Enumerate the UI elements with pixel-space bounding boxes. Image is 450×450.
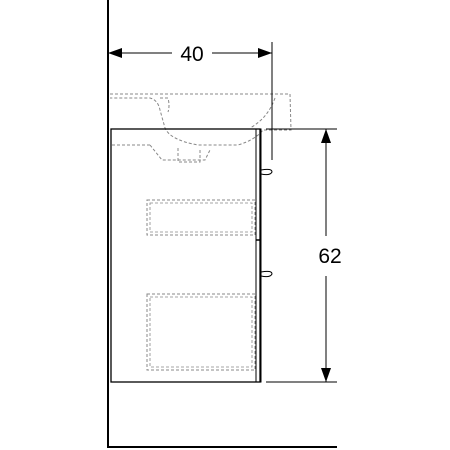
lower-handle <box>260 270 273 278</box>
depth-dimension-label: 40 <box>180 43 203 66</box>
washbasin-inner-bowl <box>249 97 276 129</box>
washbasin-outline <box>110 93 292 146</box>
depth-arrow-left <box>108 48 122 58</box>
cabinet-body <box>110 128 261 383</box>
height-dimension-label: 62 <box>318 245 341 268</box>
height-arrow-bottom <box>321 368 331 382</box>
upper-handle <box>260 168 273 176</box>
upper-drawer-inner-hidden <box>149 202 253 233</box>
cabinet-front-panel <box>255 128 262 383</box>
lower-drawer-hidden <box>146 293 256 371</box>
depth-arrow-right <box>258 48 272 58</box>
lower-drawer-inner-hidden <box>149 296 253 368</box>
siphon-outline <box>112 144 211 163</box>
height-arrow-top <box>321 129 331 143</box>
washbasin-top-rim <box>160 97 170 113</box>
upper-drawer-hidden <box>146 199 256 236</box>
